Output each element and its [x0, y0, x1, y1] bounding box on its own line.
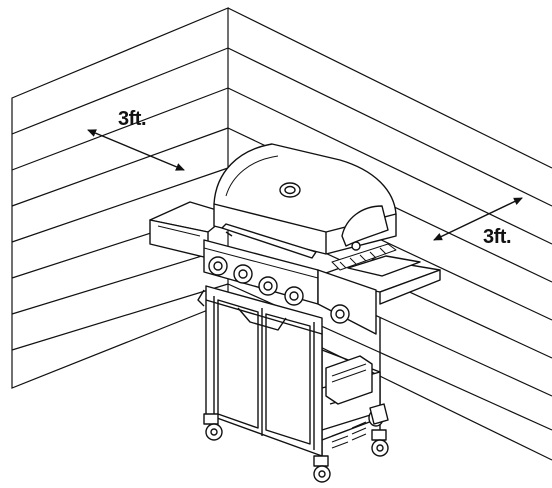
grill-hood — [213, 143, 397, 259]
propane-tank — [325, 355, 373, 405]
right-clearance-arrow — [433, 197, 523, 241]
left-clearance-arrow — [87, 129, 185, 171]
side-burner-knob — [330, 304, 350, 324]
left-wall — [11, 7, 229, 389]
thermometer — [279, 182, 301, 198]
left-clearance-label: 3ft. — [118, 108, 147, 130]
burner-knob-4 — [284, 286, 304, 306]
control-knobs — [208, 256, 350, 324]
burner-knob-2 — [233, 264, 253, 284]
left-side-shelf — [149, 201, 231, 259]
tank-hook — [197, 289, 205, 307]
hose-valve — [369, 403, 389, 425]
burner-knob-3 — [258, 276, 278, 296]
casters — [203, 409, 389, 483]
burner-knob-1 — [208, 256, 228, 276]
right-clearance-label: 3ft. — [483, 226, 512, 248]
gas-grill — [149, 143, 441, 483]
grill-grate — [331, 243, 397, 271]
